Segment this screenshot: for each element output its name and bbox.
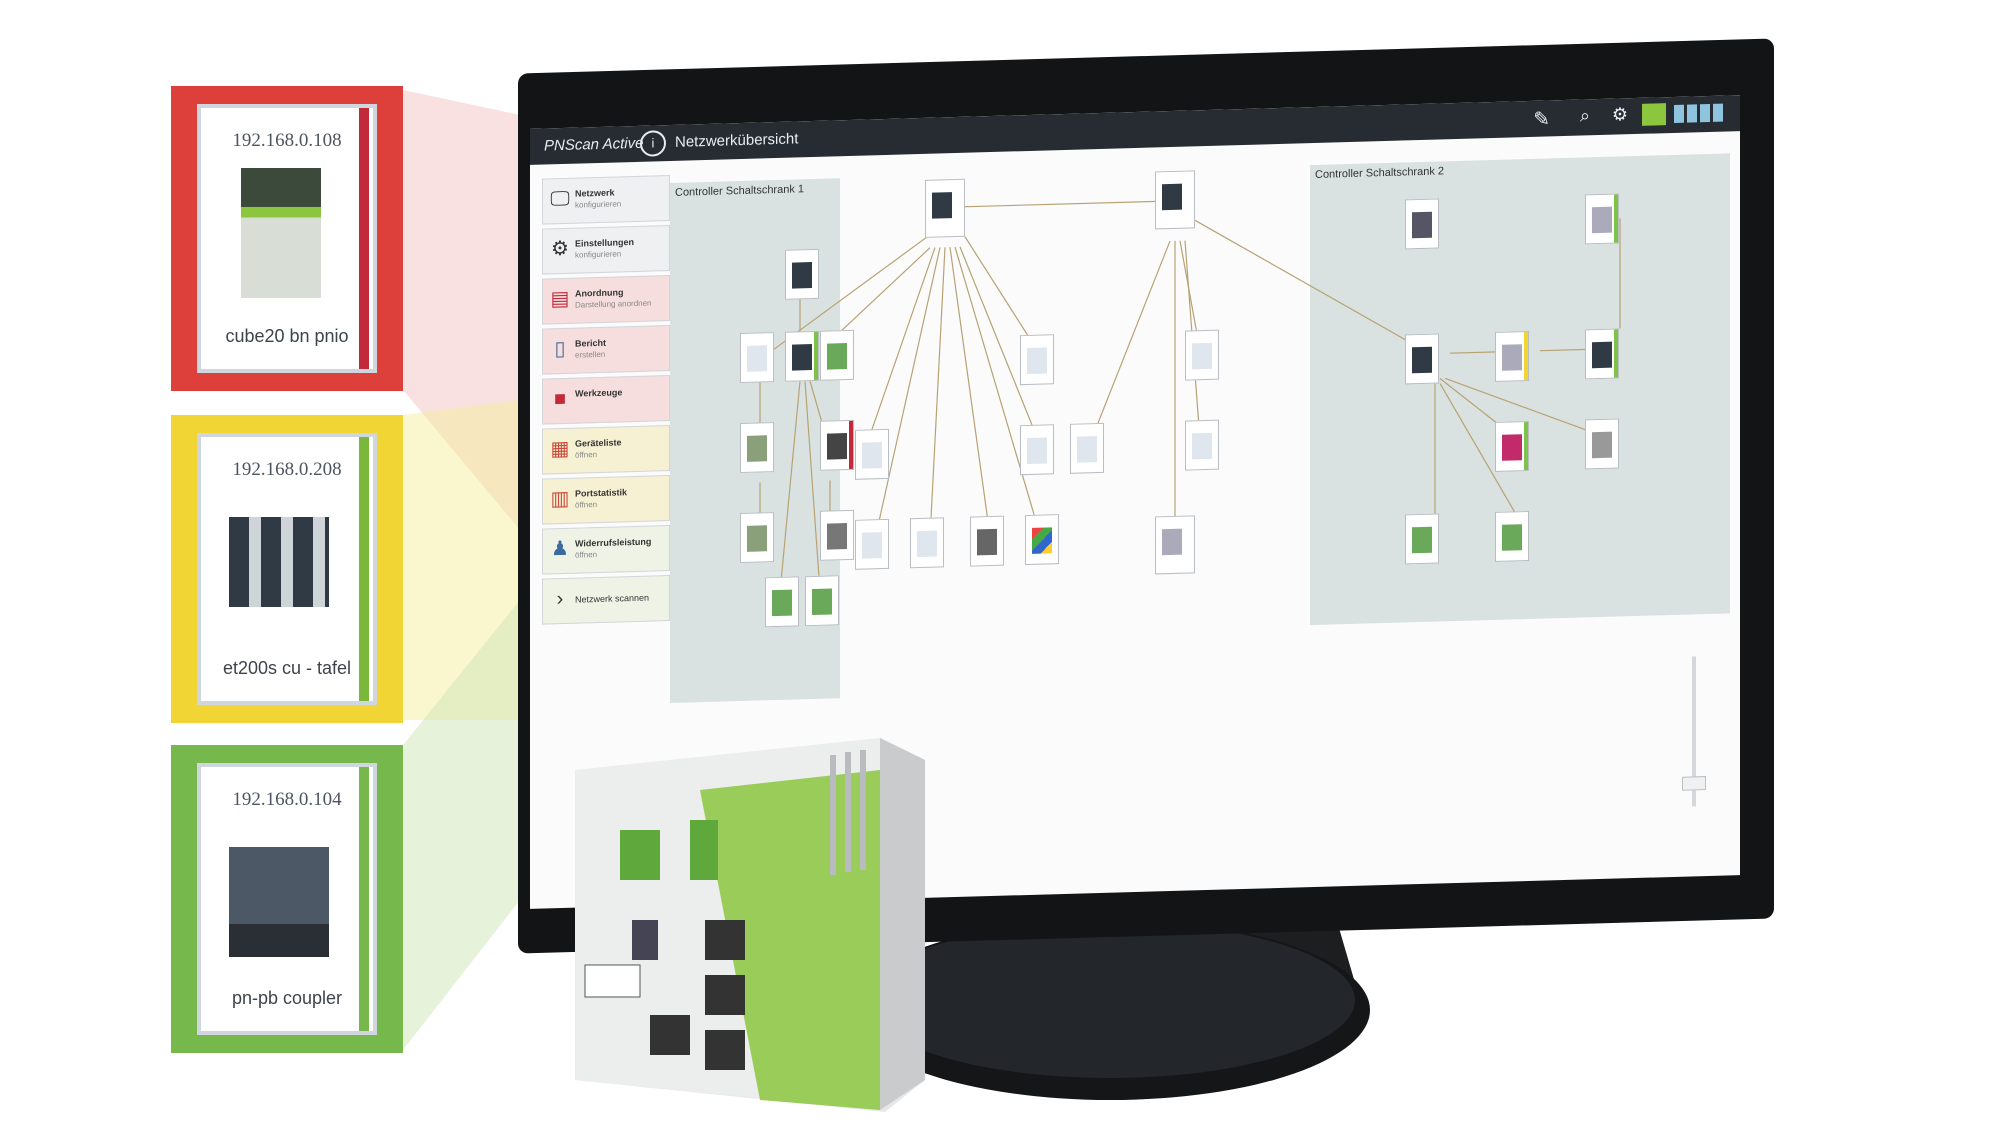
device-callout-2: 192.168.0.208 et200s cu - tafel — [171, 415, 403, 723]
device-name: et200s cu - tafel — [222, 658, 352, 678]
device-ip: 192.168.0.108 — [232, 130, 342, 151]
device-name: cube20 bn pnio — [225, 326, 349, 346]
status-bar — [359, 767, 369, 1031]
device-card[interactable]: 192.168.0.208 et200s cu - tafel — [197, 433, 377, 705]
status-bar — [359, 108, 369, 369]
app-screen: PNScan Active i Netzwerkübersicht ✎ ⌕ ⚙ … — [530, 95, 1740, 909]
device-ip: 192.168.0.104 — [232, 789, 342, 810]
device-callout-3: 192.168.0.104 pn-pb coupler — [171, 745, 403, 1053]
device-image — [229, 847, 329, 957]
status-bar — [359, 437, 369, 701]
device-callout-1: 192.168.0.108 cube20 bn pnio — [171, 86, 403, 391]
device-card[interactable]: 192.168.0.104 pn-pb coupler — [197, 763, 377, 1035]
device-image — [229, 517, 329, 607]
device-card[interactable]: 192.168.0.108 cube20 bn pnio — [197, 104, 377, 373]
device-image — [241, 168, 321, 298]
device-ip: 192.168.0.208 — [232, 459, 342, 480]
device-name: pn-pb coupler — [231, 988, 343, 1008]
